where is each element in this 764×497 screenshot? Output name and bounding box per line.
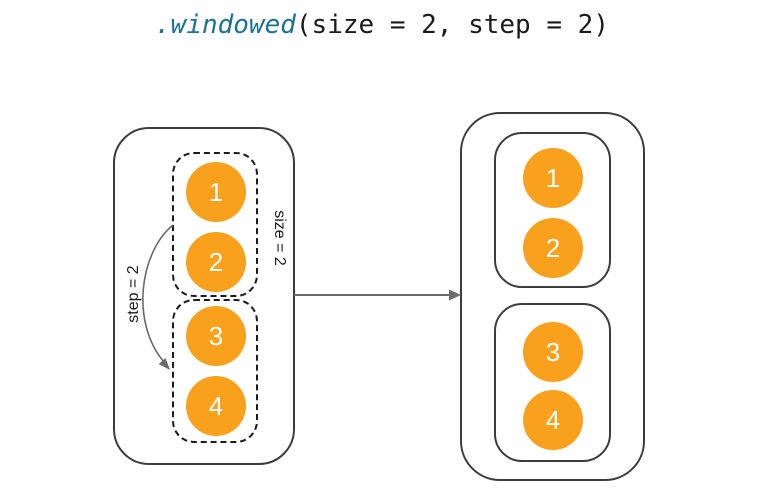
flow-arrow-icon [294,289,461,301]
output-window-2-box [494,303,611,462]
output-window-2-item-1: 3 [523,322,583,382]
function-name: .windowed [155,10,296,40]
input-item-3: 3 [186,306,246,366]
output-window-1-box [494,132,611,288]
input-window-2-outline [172,299,258,443]
input-item-2: 2 [186,232,246,292]
step-arrow-icon [142,224,174,370]
output-window-1-item-1: 1 [523,148,583,208]
function-args: (size = 2, step = 2) [295,10,609,40]
code-title: .windowed(size = 2, step = 2) [0,8,764,42]
output-window-2-item-2: 4 [523,390,583,450]
input-window-1-outline [172,152,258,297]
size-label: size = 2 [271,210,288,266]
input-item-4: 4 [186,376,246,436]
output-list-box [460,112,645,481]
input-item-1: 1 [186,162,246,222]
output-window-1-item-2: 2 [523,218,583,278]
